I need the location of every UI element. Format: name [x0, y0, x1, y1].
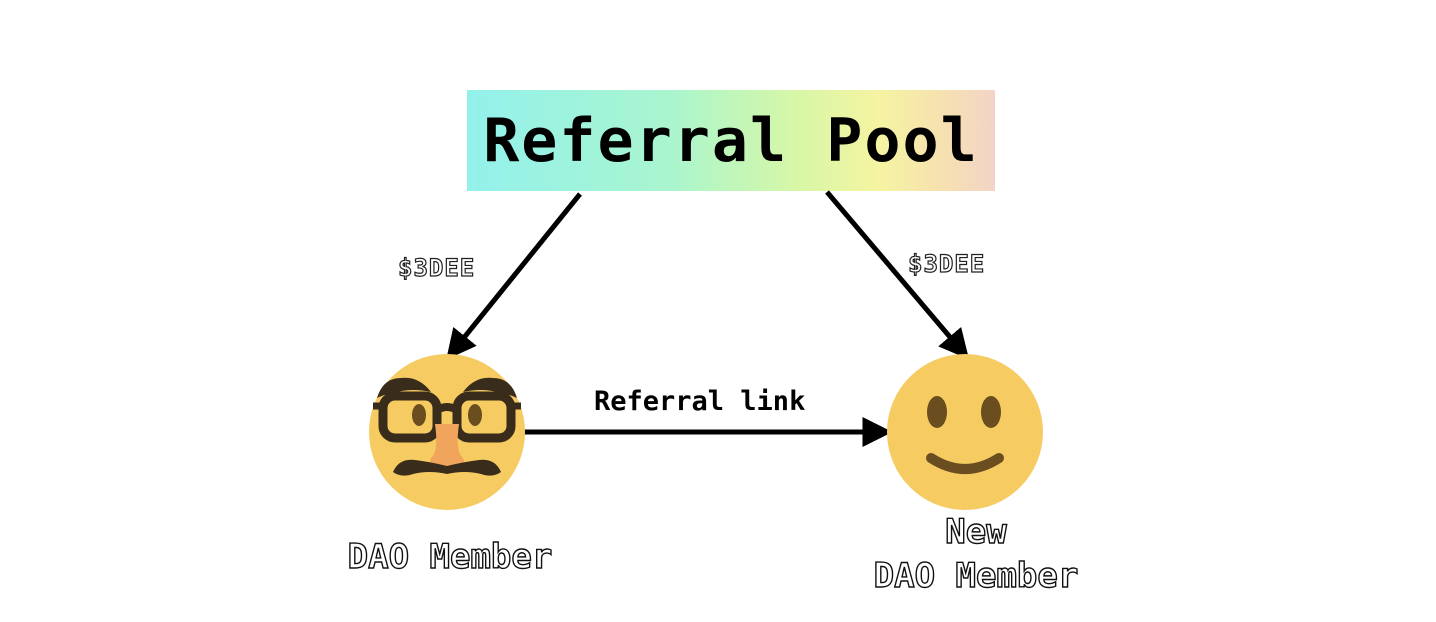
disguised-face-icon: [369, 354, 525, 510]
arrow-pool-to-new-member: [825, 190, 970, 360]
new-dao-member-label: New DAO Member: [844, 510, 1108, 598]
new-dao-member-label-line2: DAO Member: [873, 555, 1079, 596]
token-label-right: $3DEE: [907, 249, 986, 278]
arrow-pool-to-member: [446, 192, 582, 360]
new-dao-member-node: [887, 354, 1043, 510]
referral-link-label: Referral link: [594, 386, 806, 417]
referral-pool-box: Referral Pool: [467, 90, 995, 191]
dao-member-label: DAO Member: [347, 536, 553, 577]
referral-pool-title: Referral Pool: [483, 105, 979, 176]
slightly-smiling-face-icon: [887, 354, 1043, 510]
new-dao-member-label-line1: New: [945, 511, 1008, 552]
token-label-left: $3DEE: [397, 253, 476, 282]
dao-member-node: [369, 354, 525, 510]
